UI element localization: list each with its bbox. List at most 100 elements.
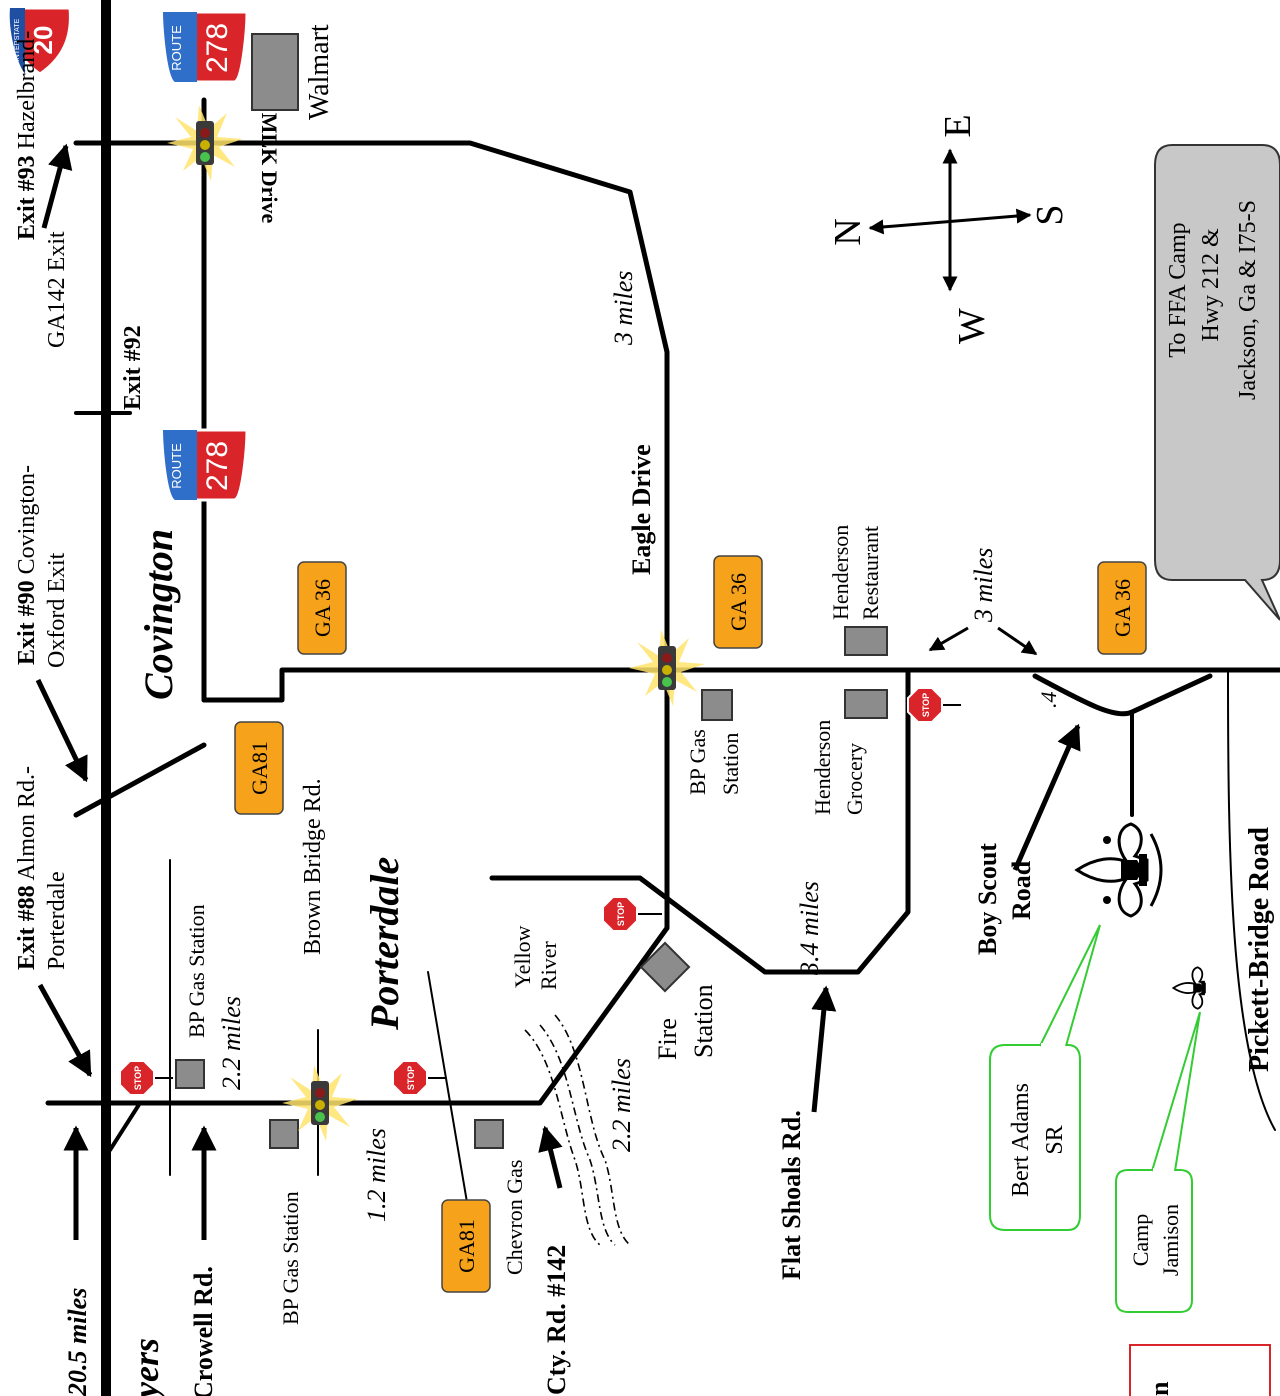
- pickett-bridge-road-line: [1227, 669, 1276, 1131]
- ffa-callout-line1: To FFA Camp: [1165, 222, 1191, 357]
- compass-south-label: S: [1029, 204, 1071, 225]
- route-top-text-south: ROUTE: [169, 443, 184, 489]
- fire-station-label-2: Station: [689, 984, 718, 1058]
- exit-88-number: Exit #88: [14, 885, 40, 970]
- henderson-grocery-building: [844, 689, 888, 719]
- roads: [45, 0, 1280, 1396]
- exit-93-name1: Hazelbrand-: [14, 31, 40, 156]
- exit-93-arrow: [41, 143, 73, 229]
- chevron-label: Chevron Gas: [502, 1160, 527, 1275]
- bp-upper-label-2: Station: [718, 733, 743, 795]
- interstate-20-shield: INTERSTATE 20: [8, 6, 72, 76]
- route-278-shield-south: ROUTE 278: [161, 428, 249, 502]
- compass-east-label: E: [937, 114, 979, 137]
- exit-90-label: Exit #90 Covington-: [14, 465, 40, 665]
- boy-scout-label-1: Boy Scout: [973, 843, 1002, 955]
- mlk-3-miles-label: 3 miles: [609, 271, 638, 346]
- flat-shoals-label: Flat Shoals Rd.: [777, 1110, 806, 1280]
- boy-scout-arrow: [1012, 723, 1081, 872]
- cty142-label: Cty. Rd. #142: [542, 1245, 571, 1395]
- ga36-badge-3-text: GA 36: [1110, 579, 1135, 637]
- boy-scout-label-2: Road: [1007, 860, 1036, 920]
- stop-sign-1: [119, 1060, 173, 1096]
- ga81-badge-1: GA81: [234, 721, 284, 815]
- ga36-badge-1: GA 36: [297, 561, 347, 655]
- walmart-building: [251, 33, 299, 111]
- ffa-callout: To FFA Camp Hwy 212 & Jackson, Ga & I75-…: [1154, 144, 1280, 621]
- flat-shoals-3-4-miles-label: 3.4 miles: [795, 881, 824, 976]
- bert-adams-line1: Bert Adams: [1008, 1083, 1034, 1197]
- ga36-badge-2-text: GA 36: [726, 573, 751, 631]
- compass-north-label: N: [827, 218, 869, 245]
- exit-93-road: [73, 140, 670, 931]
- ffa-callout-line2: Hwy 212 &: [1198, 228, 1224, 342]
- bp-upper-label-1: BP Gas: [685, 729, 710, 795]
- ffa-callout-line3: Jackson, Ga & I75-S: [1235, 200, 1261, 400]
- bsa-emblem-small-icon: [1171, 966, 1206, 1010]
- stop-sign-3: [602, 896, 662, 932]
- eagle-drive-label: Eagle Drive: [627, 444, 656, 575]
- exit-88-name1: Almon Rd.-: [14, 766, 40, 885]
- exit-88-label: Exit #88 Almon Rd.-: [14, 766, 40, 970]
- camp-jamison-callout: Camp Jamison: [1115, 1011, 1201, 1313]
- cty-142-road-line: [427, 971, 471, 1221]
- bert-adams-callout: Bert Adams SR: [989, 924, 1101, 1231]
- exit-93-label: Exit #93 Hazelbrand-: [14, 31, 40, 240]
- stop-sign-4: [907, 687, 961, 723]
- route-top-text-north: ROUTE: [169, 25, 184, 71]
- ga36-3mi-arrow-left: [928, 626, 969, 652]
- pickett-bridge-label: Pickett-Bridge Road: [1244, 827, 1275, 1072]
- boy-scout-0-4-label: .4: [1036, 692, 1061, 709]
- ga36-3mi-arrow-right: [997, 626, 1038, 656]
- stop-sign-2: [392, 1060, 446, 1096]
- arrows: [35, 143, 1081, 1240]
- fire-station-label-1: Fire: [653, 1018, 682, 1060]
- bsa-emblem-large-icon: [1074, 822, 1163, 918]
- cty142-arrow: [538, 1125, 563, 1189]
- boy-scout-road-line: [1032, 673, 1213, 717]
- porterdale-label: Porterdale: [362, 857, 407, 1031]
- bp-lower-label: BP Gas Station: [278, 1191, 303, 1325]
- ga36-badge-2: GA 36: [713, 555, 763, 649]
- ga81-badge-2: GA81: [441, 1199, 491, 1293]
- compass-west-label: W: [951, 308, 993, 344]
- henderson-restaurant-building: [844, 626, 888, 656]
- camp-jamison-line1: Camp: [1128, 1214, 1153, 1267]
- exit-90-road: [73, 742, 207, 818]
- exit-88-name2: Porterdale: [44, 871, 70, 970]
- exit-93-number: Exit #93: [14, 155, 40, 240]
- bp-lower-building: [269, 1119, 299, 1149]
- route-number-text-north: 278: [201, 23, 234, 73]
- flat-shoals-arrow: [811, 985, 837, 1113]
- bert-adams-line2: SR: [1042, 1125, 1068, 1154]
- exit-92-label: Exit #92: [120, 325, 146, 410]
- interstate-top-text: INTERSTATE: [14, 18, 21, 61]
- partial-legend-box: n: [1129, 1344, 1271, 1396]
- covington-label: Covington: [136, 529, 181, 700]
- exit-88-road: [45, 925, 670, 1106]
- yellow-river-label-1: Yellow: [510, 925, 535, 988]
- yellow-river: [524, 1014, 631, 1246]
- ga36-3-miles-label: 3 miles: [969, 548, 998, 623]
- exit-88-arrow: [37, 983, 93, 1078]
- bp-left-label: BP Gas Station: [184, 904, 209, 1038]
- route-number-text-south: 278: [201, 441, 234, 491]
- crowell-road-label: Crowell Rd.: [189, 1266, 218, 1396]
- henderson-grocery-label-2: Grocery: [842, 743, 867, 815]
- chevron-building: [474, 1119, 504, 1149]
- brown-bridge-label: Brown Bridge Rd.: [300, 778, 326, 955]
- bp-left-building: [175, 1059, 205, 1089]
- mlk-drive-label: MLK Drive: [257, 113, 282, 224]
- conyers-partial-label: Conyers: [126, 1338, 166, 1396]
- cty142-2-2-miles-label: 2.2 miles: [607, 1058, 636, 1152]
- exit-90-name1: Covington-: [14, 465, 40, 580]
- henderson-restaurant-label-1: Henderson: [828, 525, 853, 620]
- compass-rose: [868, 148, 1032, 292]
- porterdale-branch-road: [108, 1101, 142, 1152]
- camp-jamison-line2: Jamison: [1158, 1204, 1183, 1276]
- ga81-badge-1-text: GA81: [247, 741, 272, 795]
- i20-20-5-miles-label: 20.5 miles: [63, 1288, 92, 1396]
- compass-ew-line: [868, 208, 1032, 235]
- covington-connector-road: [201, 667, 1280, 703]
